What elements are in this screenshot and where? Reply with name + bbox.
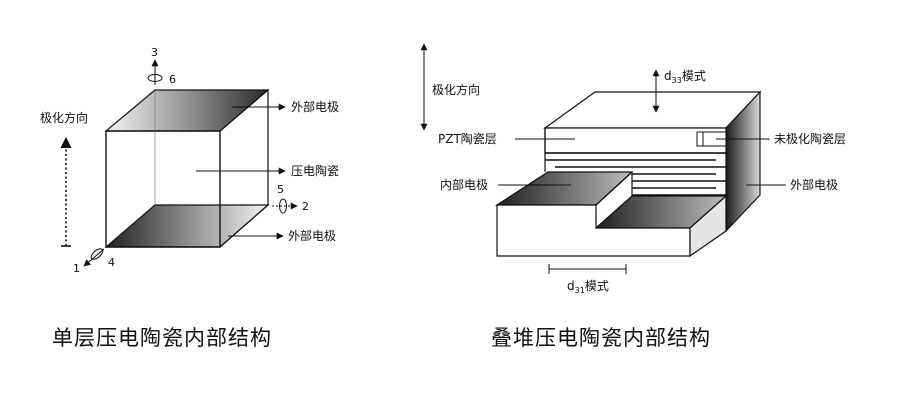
- left-callout-piezo-ceramic: 压电陶瓷: [196, 163, 339, 178]
- axis-2-arrow: 5 2: [272, 183, 309, 214]
- label-inner-electrode: 内部电极: [440, 177, 488, 192]
- cube-front-face: [105, 130, 221, 248]
- axis-6-label: 6: [169, 73, 176, 86]
- inner-electrode-pad-left: [494, 171, 634, 206]
- stack-top-face: [543, 91, 762, 129]
- label-outer-electrode-bottom: 外部电极: [288, 228, 336, 243]
- label-unpolarized-layer: 未极化陶瓷层: [774, 131, 846, 146]
- right-callout-outer-electrode: 外部电极: [746, 177, 838, 192]
- stacked-actuator: [494, 90, 762, 258]
- right-callout-pzt-layer: PZT陶瓷层: [438, 131, 575, 146]
- axis-1-arrow: 1 4: [73, 248, 115, 275]
- label-outer-electrode-right: 外部电极: [790, 177, 838, 192]
- left-caption: 单层压电陶瓷内部结构: [52, 326, 272, 350]
- d31-mode-label: d31模式: [567, 279, 609, 295]
- right-callout-unpolarized-layer: 未极化陶瓷层: [716, 131, 846, 146]
- left-callout-outer-electrode-bottom: 外部电极: [228, 228, 336, 243]
- d33-mode-indicator: d33模式: [652, 69, 706, 113]
- pzt-layer-front: [544, 127, 727, 154]
- label-outer-electrode-top: 外部电极: [291, 99, 339, 114]
- left-polarization-indicator: 极化方向: [40, 110, 88, 247]
- right-polarization-label: 极化方向: [432, 82, 480, 97]
- axis-1-label: 1: [73, 262, 80, 275]
- d31-mode-indicator: d31模式: [548, 264, 627, 295]
- axis-5-label: 5: [277, 183, 284, 196]
- rotation-5-icon: [279, 198, 287, 214]
- axis-4-label: 4: [108, 256, 115, 269]
- right-polarization-indicator: 极化方向: [420, 43, 480, 131]
- rotation-4-icon: [90, 248, 104, 260]
- right-callout-inner-electrode: 内部电极: [440, 177, 571, 192]
- inner-electrode-layers: [545, 152, 726, 196]
- label-piezo-ceramic: 压电陶瓷: [291, 163, 339, 178]
- d33-mode-label: d33模式: [664, 69, 706, 85]
- right-caption: 叠堆压电陶瓷内部结构: [491, 326, 711, 350]
- rotation-6-icon: [147, 74, 163, 82]
- axis-2-label: 2: [302, 200, 309, 213]
- left-callout-outer-electrode-top: 外部电极: [232, 99, 339, 114]
- axis-3-arrow: 3 6: [147, 46, 176, 86]
- base-side-face: [689, 194, 727, 258]
- label-pzt-layer: PZT陶瓷层: [438, 131, 497, 146]
- left-polarization-label: 极化方向: [40, 110, 88, 125]
- single-layer-cube: [104, 89, 270, 248]
- axis-3-label: 3: [151, 46, 158, 59]
